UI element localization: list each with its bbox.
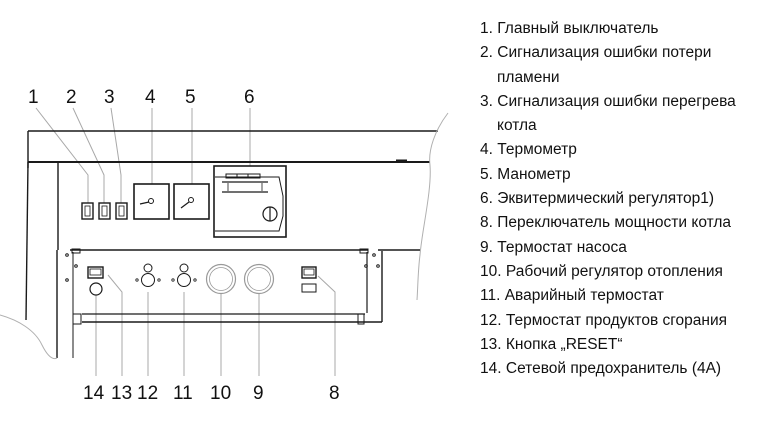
thermometer-gauge [133,183,170,220]
legend-item-8: 8. Переключатель мощности котла [480,214,732,232]
callout-1: 1 [28,87,39,108]
reset-button[interactable] [87,266,104,279]
leader-8 [317,275,336,376]
leader-lines [35,107,336,376]
leader-13 [107,274,123,376]
manometer-gauge [173,183,210,220]
leader-3 [110,107,122,203]
legend-item-11: 11. Аварийный термостат [480,287,664,305]
legend-item-6: 6. Эквитермический регулятор1) [480,190,715,208]
legend-item-9: 9. Термостат насоса [480,238,627,256]
break-lines [0,112,449,360]
legend-item-2: 2. Сигнализация ошибки потери пламени [480,44,712,86]
callout-10: 10 [210,383,231,404]
legend-item-1: 1. Главный выключатель [480,20,659,37]
legend-item-4: 4. Термометр [480,141,577,159]
callout-11: 11 [173,383,193,404]
callout-5: 5 [185,87,196,108]
callout-8: 8 [329,383,340,404]
callout-14: 14 [83,383,105,404]
flue-gas-thermostat[interactable] [135,263,161,287]
callout-2: 2 [66,87,77,108]
boiler-panel-diagram: 1 2 3 4 5 6 14 13 12 11 10 9 8 [0,87,449,404]
boiler-housing [25,130,438,358]
callout-13: 13 [111,383,132,404]
leader-1 [35,107,89,203]
control-panel [65,248,420,325]
pump-thermostat-knob[interactable] [243,263,275,295]
legend-list: 1. Главный выключатель 2. Сигнализация о… [480,17,772,381]
legend-item-14: 14. Сетевой предохранитель (4A) [480,360,722,378]
lamps [81,202,128,220]
mains-fuse[interactable] [89,282,103,296]
callout-12: 12 [137,383,158,404]
legend-item-5: 5. Манометр [480,165,571,183]
callout-4: 4 [145,87,156,108]
equithermic-regulator[interactable] [213,165,287,238]
legend-item-10: 10. Рабочий регулятор отопления [480,262,723,280]
callout-9: 9 [253,383,264,404]
legend-item-3: 3. Сигнализация ошибки перегрева котла [480,92,736,135]
legend-item-12: 12. Термостат продуктов сгорания [480,311,728,329]
legend-item-13: 13. Кнопка „RESET“ [480,335,623,353]
callout-3: 3 [104,87,115,108]
emergency-thermostat[interactable] [171,263,197,287]
boiler-power-switch[interactable] [301,266,317,293]
callout-6: 6 [244,87,255,108]
heating-regulator-knob[interactable] [205,263,237,295]
